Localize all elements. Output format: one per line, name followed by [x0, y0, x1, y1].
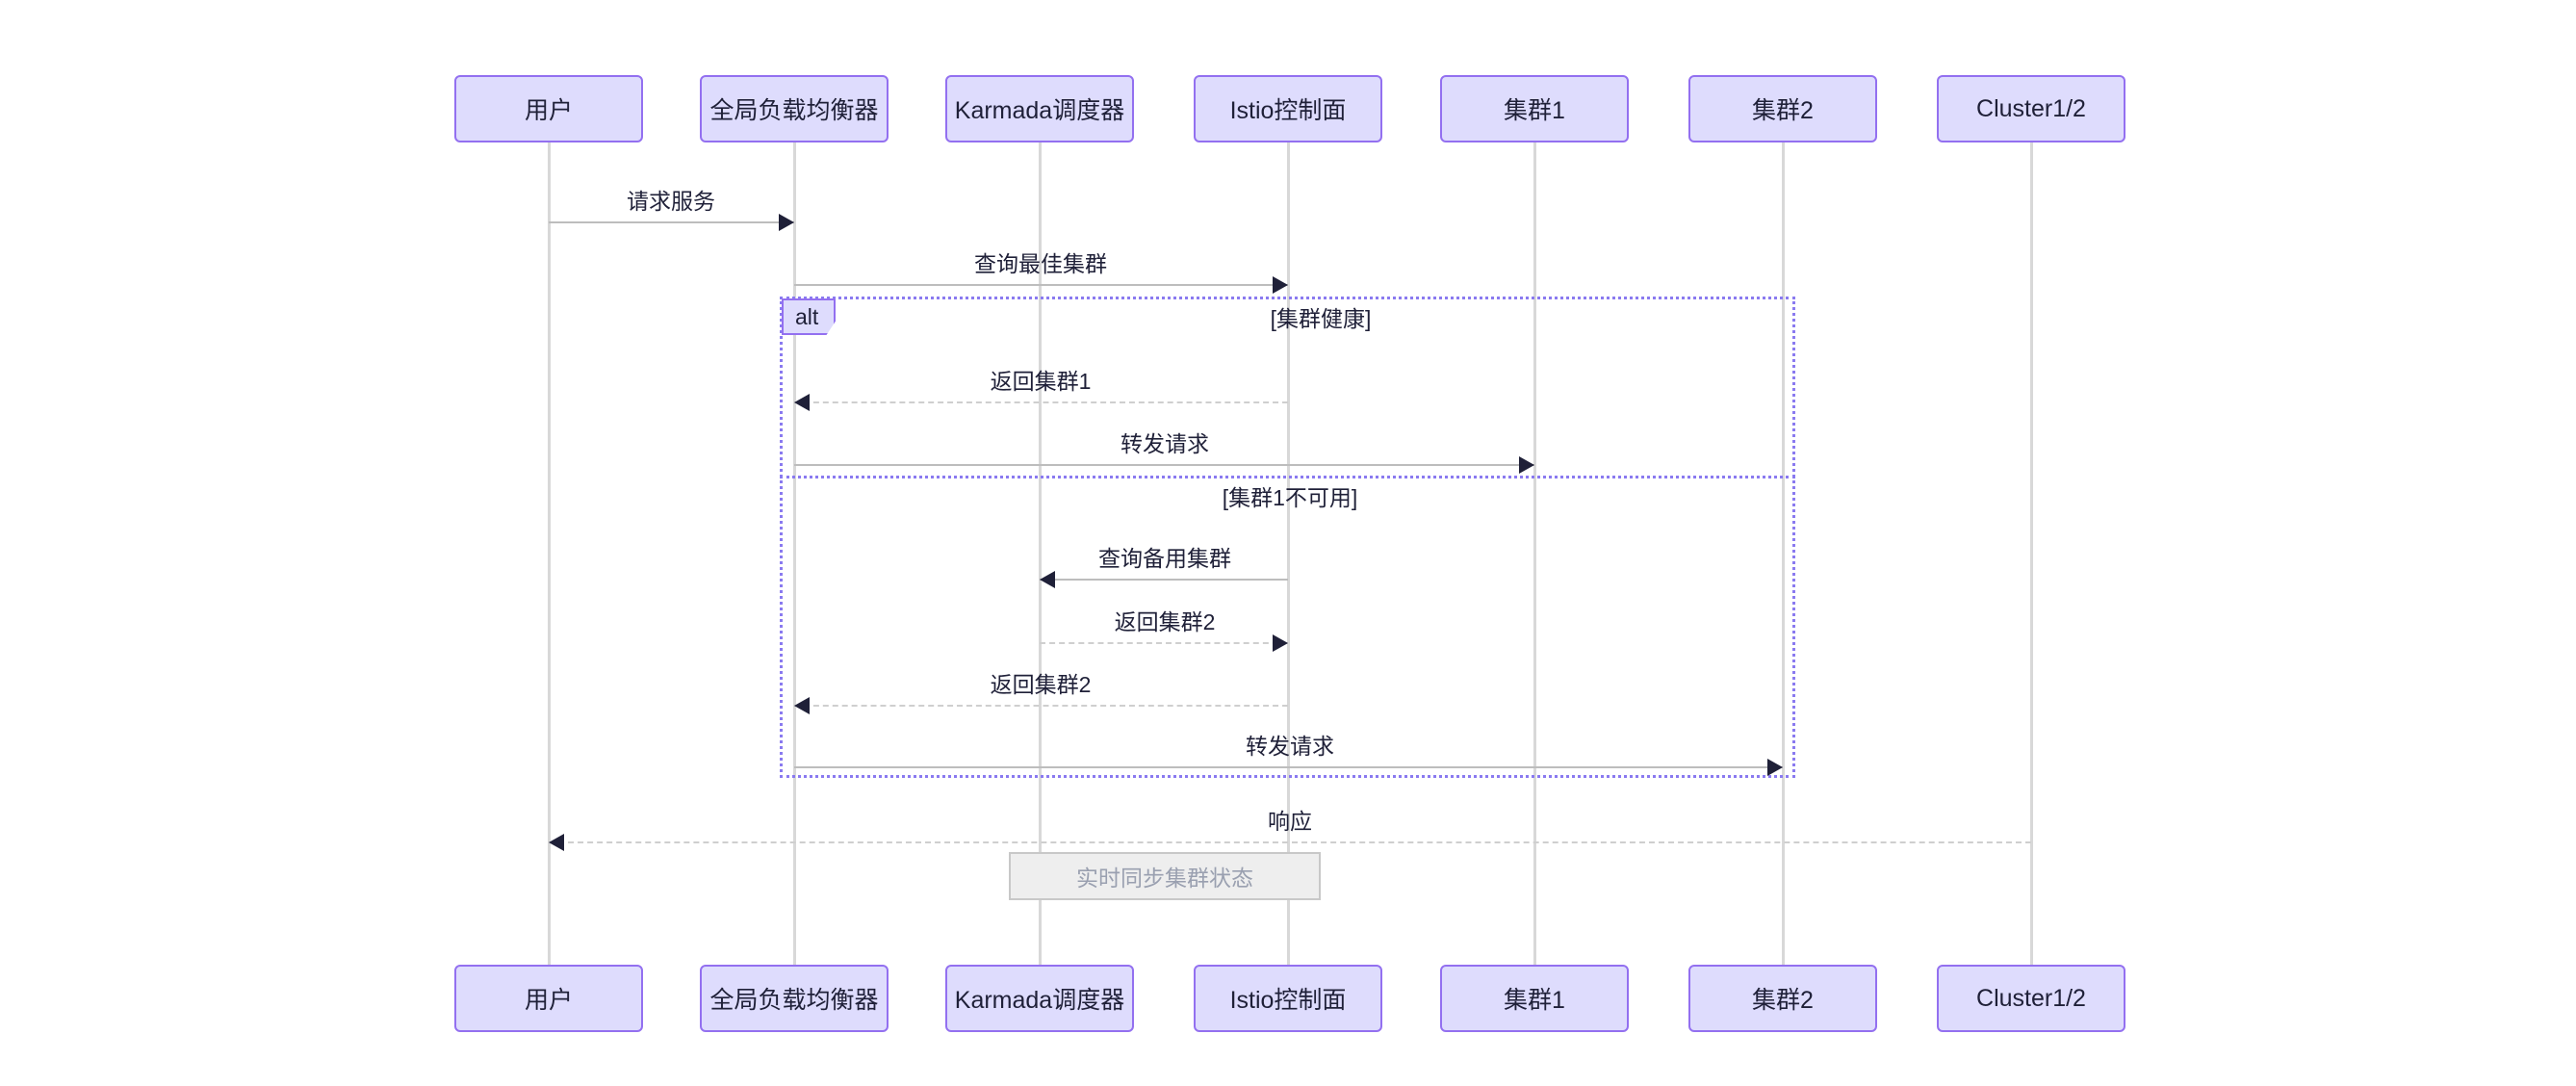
message-line-m3 — [794, 401, 1288, 403]
lifeline-istio — [1287, 142, 1290, 965]
alt-condition-1: [集群健康] — [1270, 306, 1372, 331]
lifeline-cluster2 — [1782, 142, 1785, 965]
participant-header-user[interactable]: 用户 — [454, 75, 643, 142]
participant-header-glb[interactable]: 全局负载均衡器 — [700, 75, 889, 142]
message-arrowhead-m4 — [1519, 456, 1534, 474]
message-label-m2: 查询最佳集群 — [974, 251, 1107, 276]
message-line-m1 — [549, 221, 794, 223]
message-line-m6 — [1040, 642, 1288, 644]
participant-header-cluster2[interactable]: 集群2 — [1688, 75, 1877, 142]
participant-header-karmada[interactable]: Karmada调度器 — [945, 75, 1134, 142]
message-label-m8: 转发请求 — [1246, 734, 1334, 759]
lifeline-karmada — [1039, 142, 1042, 965]
message-arrowhead-m8 — [1767, 759, 1783, 776]
participant-footer-cluster1[interactable]: 集群1 — [1440, 965, 1629, 1032]
participant-footer-istio[interactable]: Istio控制面 — [1194, 965, 1382, 1032]
message-label-m9: 响应 — [1268, 809, 1312, 834]
alt-block-frame — [780, 297, 1795, 778]
lifeline-cluster1 — [1533, 142, 1536, 965]
message-arrowhead-m6 — [1273, 634, 1288, 652]
message-arrowhead-m7 — [794, 697, 810, 714]
message-label-m6: 返回集群2 — [1114, 609, 1216, 634]
message-line-m2 — [794, 284, 1288, 286]
message-line-m9 — [549, 841, 2031, 843]
participant-footer-cluster12[interactable]: Cluster1/2 — [1937, 965, 2125, 1032]
message-label-m3: 返回集群1 — [990, 369, 1092, 394]
lifeline-glb — [793, 142, 796, 965]
lifeline-cluster12 — [2030, 142, 2033, 965]
message-arrowhead-m3 — [794, 394, 810, 411]
alt-condition-2: [集群1不可用] — [1222, 485, 1358, 510]
participant-footer-user[interactable]: 用户 — [454, 965, 643, 1032]
participant-footer-cluster2[interactable]: 集群2 — [1688, 965, 1877, 1032]
lifeline-user — [548, 142, 551, 965]
participant-header-cluster1[interactable]: 集群1 — [1440, 75, 1629, 142]
message-line-m5 — [1040, 579, 1288, 581]
participant-header-cluster12[interactable]: Cluster1/2 — [1937, 75, 2125, 142]
message-label-m5: 查询备用集群 — [1098, 546, 1231, 571]
message-arrowhead-m9 — [549, 834, 564, 851]
alt-block-divider — [780, 476, 1795, 478]
message-line-m8 — [794, 766, 1783, 768]
message-line-m4 — [794, 464, 1534, 466]
participant-footer-glb[interactable]: 全局负载均衡器 — [700, 965, 889, 1032]
message-label-m4: 转发请求 — [1121, 431, 1209, 456]
message-arrowhead-m5 — [1040, 571, 1055, 588]
message-line-m7 — [794, 705, 1288, 707]
message-arrowhead-m2 — [1273, 276, 1288, 294]
message-label-m7: 返回集群2 — [990, 672, 1092, 697]
participant-header-istio[interactable]: Istio控制面 — [1194, 75, 1382, 142]
message-arrowhead-m1 — [779, 214, 794, 231]
participant-footer-karmada[interactable]: Karmada调度器 — [945, 965, 1134, 1032]
alt-block-tag: alt — [782, 298, 837, 336]
message-label-m1: 请求服务 — [627, 189, 715, 214]
note-sync-cluster-state: 实时同步集群状态 — [1009, 852, 1321, 900]
